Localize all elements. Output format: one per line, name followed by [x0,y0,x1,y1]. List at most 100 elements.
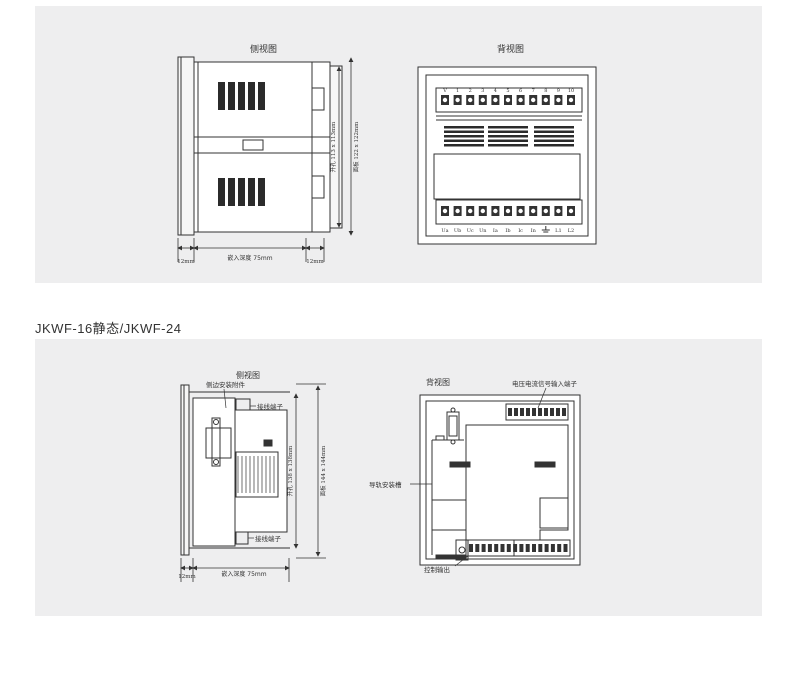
terminal-hole [442,208,448,214]
terminal-pin [500,544,505,552]
terminal-pin [475,544,480,552]
bottom-terminal-label: Uc [467,228,474,234]
vent-bar [534,135,574,138]
terminal-pin [508,408,512,416]
terminal-pin [494,544,499,552]
terminal-hole [505,97,511,103]
terminal-hole [493,208,498,214]
terminal-pin [532,408,536,416]
cutout-label-1: 开孔 113 x 113mm [329,121,337,173]
depth-label-2: 嵌入深度 75mm [221,570,266,578]
top-terminal-label: 7 [532,88,535,94]
vent-slot [248,178,255,206]
control-terminal-block [465,539,571,557]
vent-slot [258,178,265,206]
terminal-hole [543,208,548,214]
terminal-pin [556,408,560,416]
terminal-hole [568,208,574,214]
vent-bar [534,130,574,133]
top-terminal-label: 2 [469,88,472,94]
depth-label-1: 嵌入深度 75mm [227,254,272,262]
terminal-pin [481,544,486,552]
vent-bar [444,130,484,133]
terminal-hole [442,97,448,103]
top-terminal-label: 3 [481,88,484,94]
vent-bar [444,135,484,138]
terminal-hole [518,208,523,214]
terminal-pin [469,544,473,552]
top-terminal-label: 6 [519,88,522,94]
model-heading: JKWF-16静态/JKWF-24 [35,321,182,336]
terminal-hole [468,208,473,214]
side-view-1: 侧视图 [177,43,343,236]
dim-left-1: 12mm [177,259,195,265]
terminal-hole [556,97,561,103]
side-view-2-dimensions [180,383,326,582]
top-terminal-label: 4 [494,88,497,94]
terminal-pin [563,544,568,552]
bottom-terminal-label: Ic [518,228,523,234]
terminal-pin [538,544,543,552]
vent-bar [444,139,484,142]
top-terminal-label: 5 [506,88,509,94]
terminal-hole [568,97,574,103]
back-view-1-title: 背视图 [497,43,524,55]
terminal-top-label: 接线端子 [257,402,284,411]
vent-bar [444,126,484,129]
side-view-2-title: 侧视图 [236,370,260,380]
terminal-hole [493,97,498,103]
terminal-hole [543,97,548,103]
top-terminal-label: 9 [557,88,560,94]
bottom-terminal-label: Ub [454,228,461,234]
terminal-pin [532,544,536,552]
top-terminal-label: 1 [456,88,459,94]
vent-bar [534,126,574,129]
side-view-2-leaders [223,388,256,539]
bottom-terminal-label: Ib [505,228,510,234]
dim-right-1: 12mm [306,259,324,265]
side-view-2: 侧视图 [180,370,290,556]
terminal-pin [513,544,518,552]
diagram-panel-1 [35,6,762,283]
vent-slot [228,178,235,206]
terminal-bottom-label: 接线端子 [255,534,282,543]
vent-slot [238,82,245,110]
bottom-terminal-strip [435,199,583,225]
terminal-pin [544,408,548,416]
terminal-pin [557,544,562,552]
bottom-terminal-label: L2 [568,228,575,234]
diagram-panel-2 [35,339,762,616]
side-view-1-title: 侧视图 [250,43,277,55]
vent-slot [248,82,255,110]
terminal-hole [480,208,485,214]
rail-label: 导轨安装槽 [369,480,402,489]
vent-slot [228,82,235,110]
terminal-hole [455,208,460,214]
top-terminal-label: 10 [568,88,574,94]
panel-label-1: 面板 122 x 122mm [352,121,360,173]
cutout-label-2: 开孔 138 x 138mm [286,445,294,497]
terminal-pin [550,544,555,552]
terminal-hole [531,208,536,214]
vent-slot [258,82,265,110]
terminal-pin [544,544,549,552]
terminal-pin [525,544,530,552]
dim-left-2: 12mm [178,574,196,580]
terminal-pin [562,408,566,416]
terminal-pin [538,408,542,416]
bottom-terminal-label: Un [479,228,487,234]
terminal-blocks-2 [465,403,571,557]
terminal-hole [531,97,536,103]
vent-slot [218,178,225,206]
vent-grille-2 [237,456,275,493]
vent-bar [534,139,574,142]
vent-bar [488,135,528,138]
terminal-hole [480,97,485,103]
terminal-hole [468,97,473,103]
vent-bar [534,144,574,147]
back-view-2-leaders [410,387,547,567]
side-mount-label: 侧边安装附件 [206,380,246,389]
terminal-pin [550,408,554,416]
